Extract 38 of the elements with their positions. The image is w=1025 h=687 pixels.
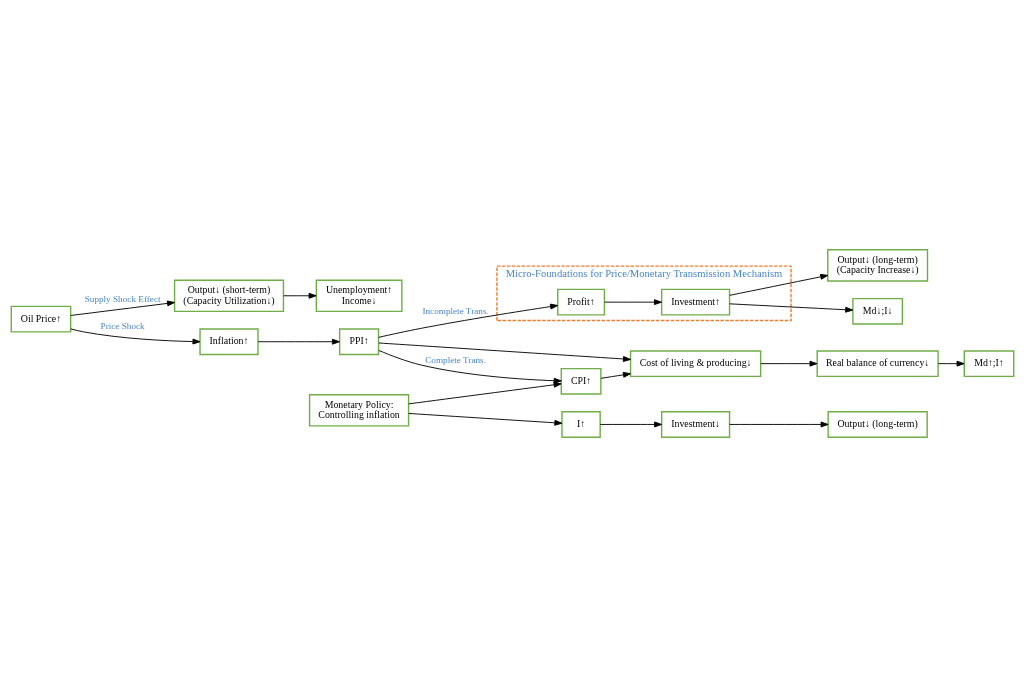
edge-label: Price Shock bbox=[100, 321, 145, 332]
arrow bbox=[378, 349, 562, 384]
arrow bbox=[408, 381, 562, 405]
arrow bbox=[600, 371, 631, 379]
node-box: Unemployment↑ Income↓ bbox=[315, 279, 403, 313]
arrow bbox=[283, 292, 317, 299]
arrow bbox=[760, 360, 818, 367]
node-box: Investment↓ bbox=[660, 411, 731, 438]
arrow bbox=[604, 299, 662, 306]
node-box: Output↓ (long-term) bbox=[827, 411, 928, 438]
arrow bbox=[729, 273, 829, 296]
arrow bbox=[257, 338, 340, 345]
node-box: Profit↑ bbox=[557, 288, 606, 316]
arrow bbox=[70, 328, 201, 345]
node-box: Md↓;I↓ bbox=[852, 297, 904, 325]
edge-label: Supply Shock Effect bbox=[84, 294, 161, 305]
node-box: Md↑;I↑ bbox=[963, 350, 1015, 378]
node-box: Investment↑ bbox=[660, 288, 731, 316]
arrow bbox=[599, 421, 663, 428]
node-box: Inflation↑ bbox=[199, 328, 259, 356]
arrow bbox=[729, 421, 829, 428]
arrow bbox=[378, 342, 631, 362]
node-box: Real balance of currency↓ bbox=[816, 350, 939, 378]
node-box: I↑ bbox=[561, 411, 601, 438]
node-box: Output↓ (long-term) (Capacity Increase↓) bbox=[827, 249, 929, 282]
edge-label: Incomplete Trans. bbox=[422, 306, 489, 317]
node-box: Output↓ (short-term) (Capacity Utilization↓) bbox=[173, 279, 285, 313]
node-box: Oil Price↑ bbox=[10, 305, 72, 333]
node-box: PPI↑ bbox=[338, 328, 380, 356]
arrow bbox=[729, 303, 854, 313]
arrow bbox=[70, 300, 176, 316]
arrow bbox=[937, 360, 965, 367]
node-box: CPI↑ bbox=[560, 367, 602, 395]
arrow bbox=[378, 303, 559, 338]
edge-label: Complete Trans. bbox=[425, 354, 486, 365]
node-box: Monetary Policy: Controlling inflation bbox=[308, 394, 410, 427]
node-box: Cost of living & producing↓ bbox=[629, 350, 762, 378]
arrow bbox=[408, 413, 563, 426]
